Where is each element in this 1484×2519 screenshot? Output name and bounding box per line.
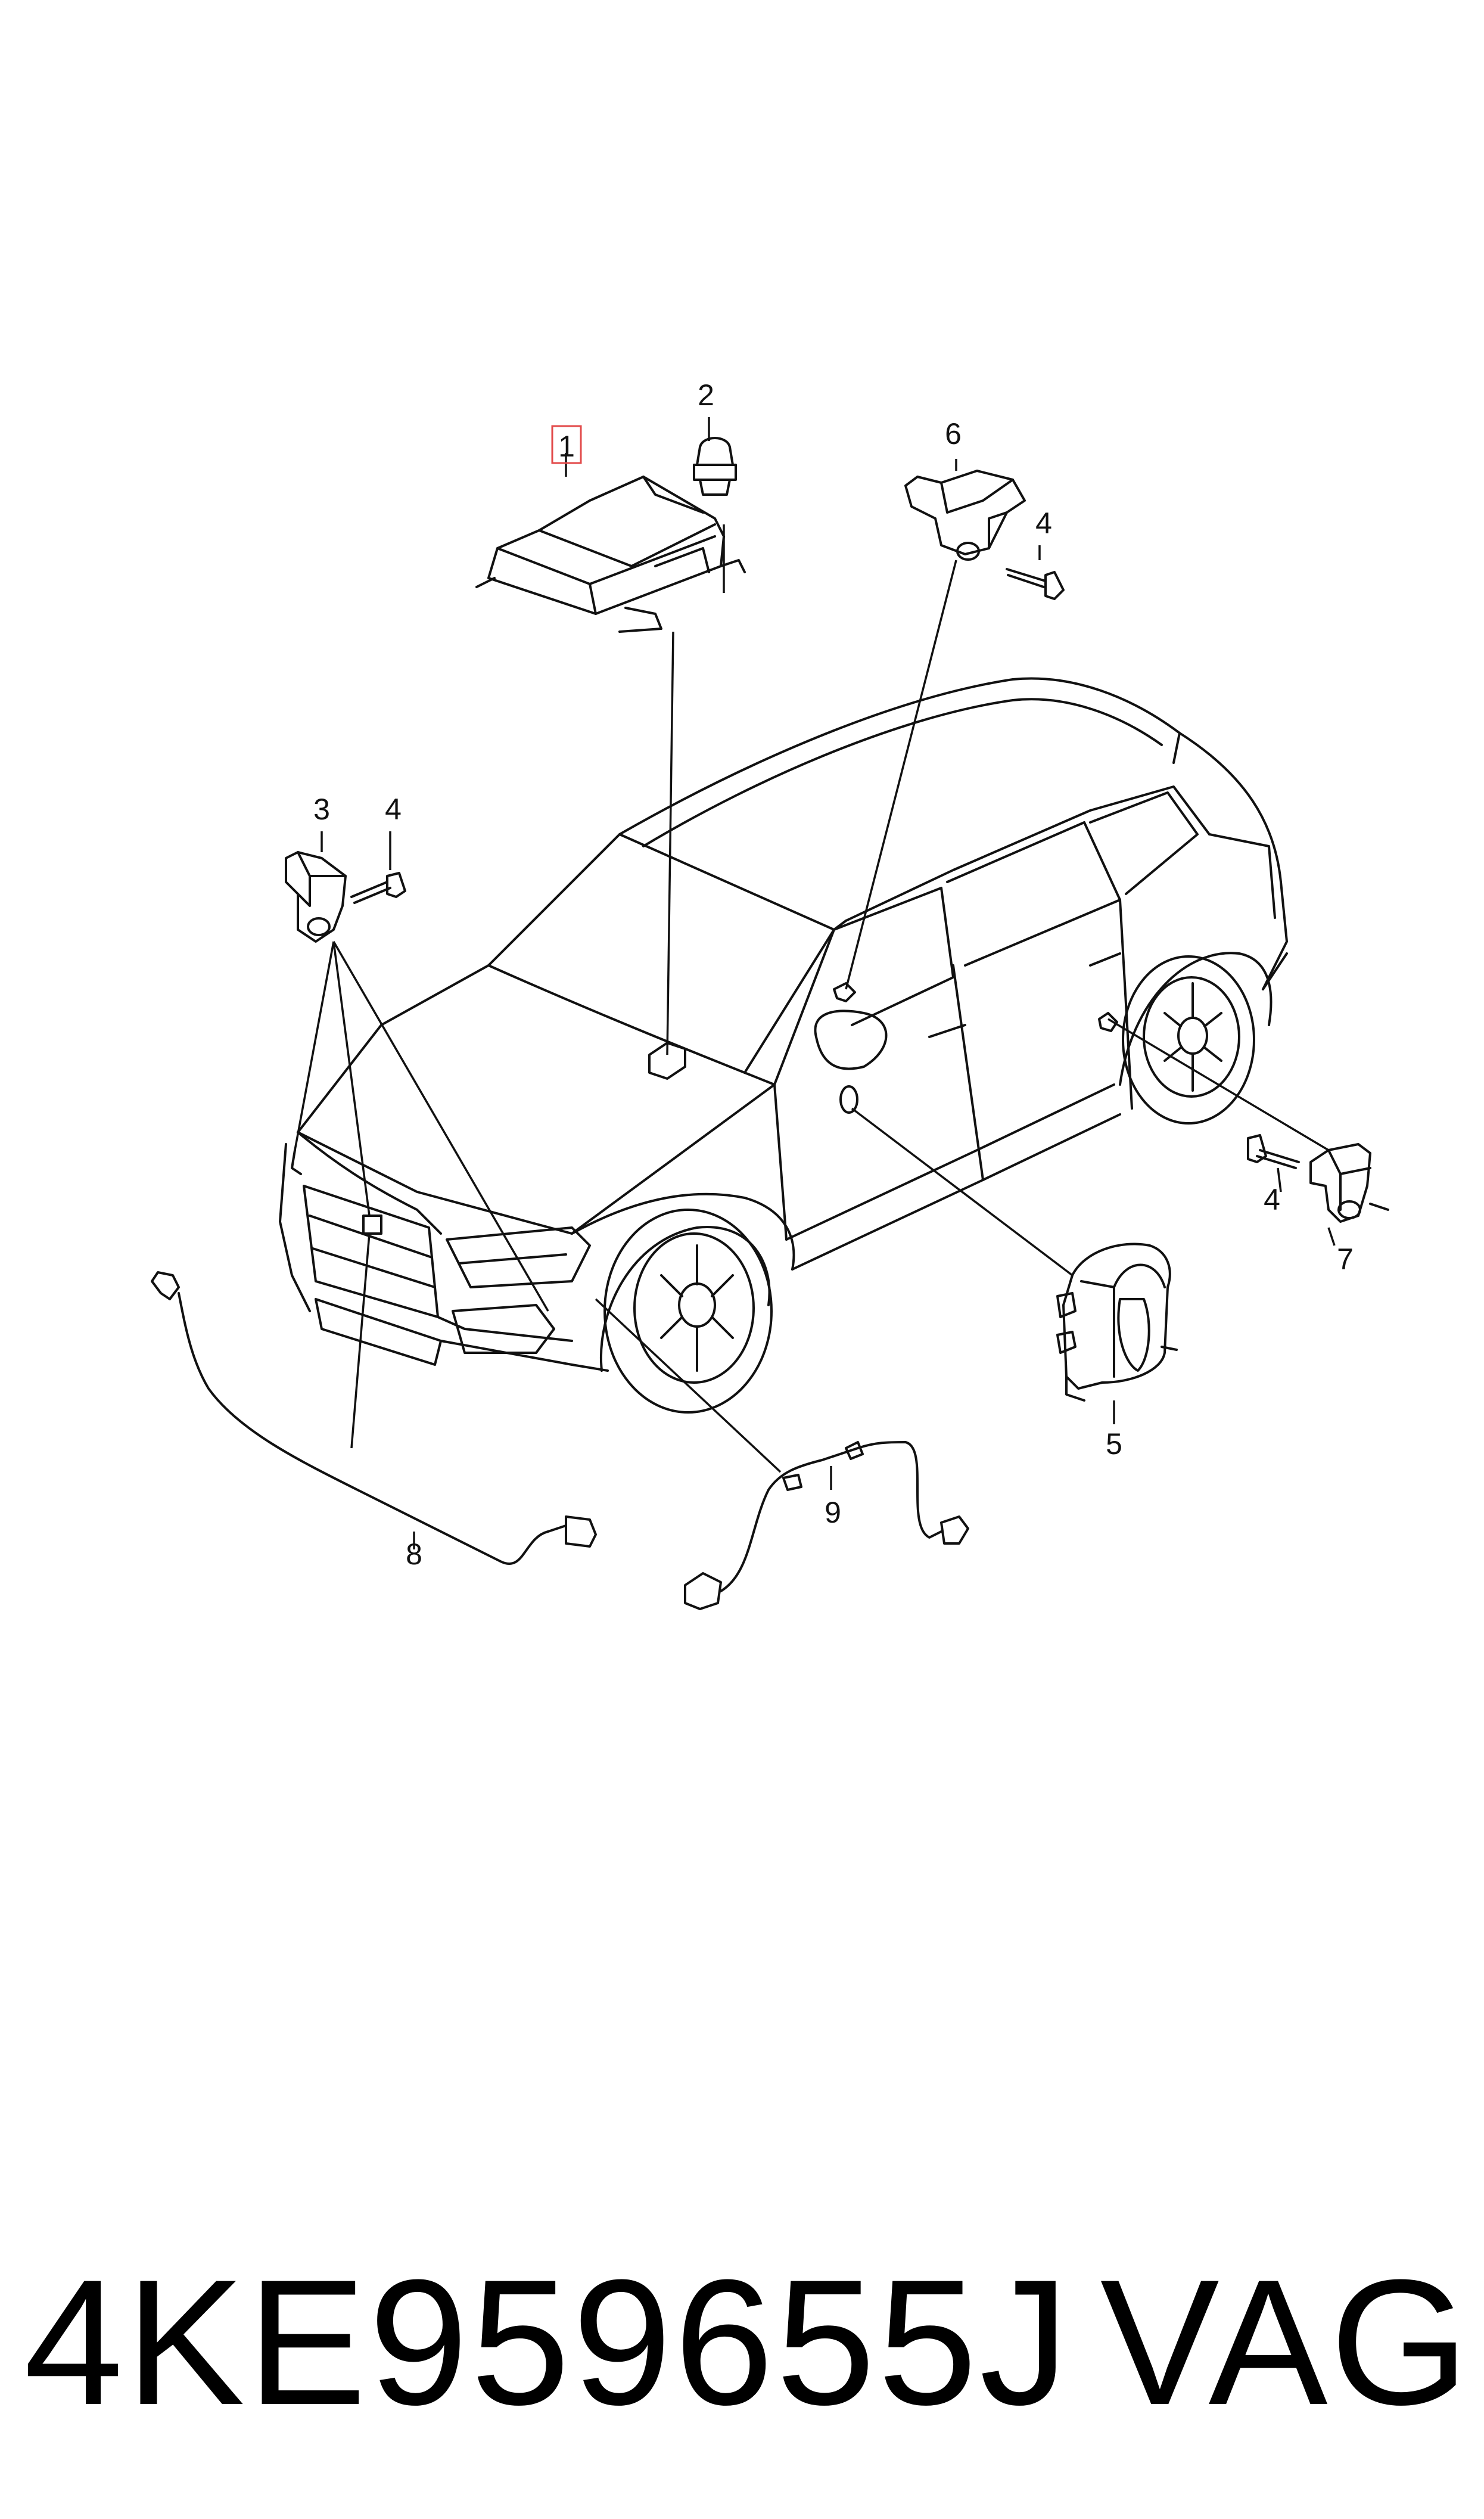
caption-bar: 4KE959655J VAG (24, 2253, 1471, 2431)
callout-3: 3 (313, 793, 330, 826)
side-sensor-lower (1309, 1143, 1389, 1223)
airbag-control-unit (475, 476, 746, 633)
occupant-sensor-unit (1056, 1243, 1178, 1402)
leader-lines (294, 417, 1336, 1549)
callout-4-upper: 4 (1035, 507, 1052, 540)
brand-label: VAG (1100, 2242, 1471, 2442)
wiring-harness-left (151, 1271, 597, 1566)
mounting-points (291, 982, 1118, 1235)
bolt-upper-right (1006, 568, 1065, 600)
callout-9: 9 (825, 1496, 841, 1529)
callout-5: 5 (1106, 1427, 1122, 1461)
callout-1-highlight (551, 425, 582, 464)
callout-4-left: 4 (385, 793, 402, 826)
callout-1: 1 (558, 430, 575, 463)
callout-6: 6 (945, 417, 962, 451)
vehicle-outline (279, 677, 1288, 1414)
callout-8: 8 (406, 1538, 422, 1571)
front-sensor (285, 851, 347, 943)
callout-4-lower: 4 (1264, 1183, 1280, 1216)
side-sensor-upper (904, 470, 1026, 561)
wiring-harness-right (684, 1441, 969, 1610)
bolt-lower-right (1247, 1134, 1300, 1169)
callout-7: 7 (1337, 1243, 1354, 1276)
callout-2: 2 (698, 378, 714, 412)
part-number: 4KE959655J (24, 2242, 1072, 2442)
bolt-left (350, 872, 406, 904)
nut-part (693, 437, 737, 496)
